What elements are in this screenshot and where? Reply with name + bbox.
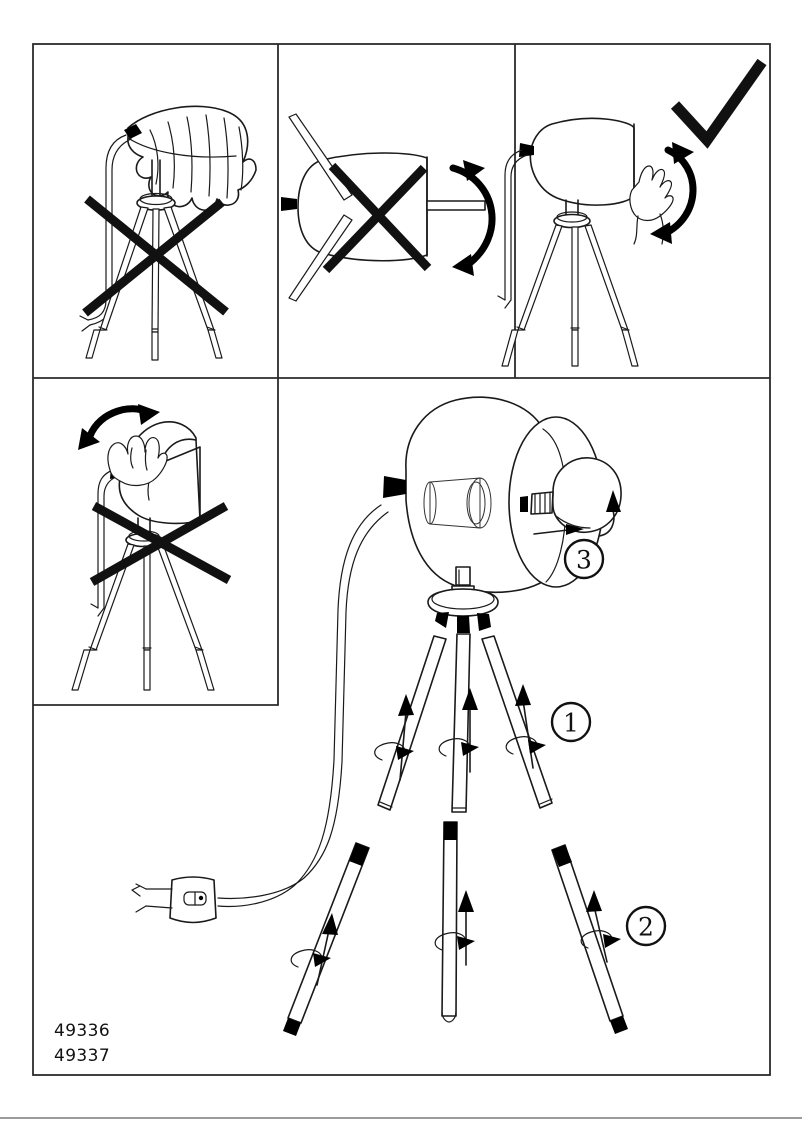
- tripod-leg-upper-center: [451, 633, 471, 813]
- hand-icon: [107, 435, 168, 487]
- callout-1: 1: [550, 701, 592, 743]
- inline-switch[interactable]: [131, 876, 217, 924]
- tripod-leg-lower-left: [283, 842, 370, 1036]
- lamp-tilt-correct-drawing: [497, 117, 697, 367]
- cross-mark-panel-1: [82, 195, 229, 317]
- leg-motion-arrows-upper: [374, 684, 546, 781]
- callout-3-number: 3: [576, 546, 592, 575]
- callout-1-number: 1: [563, 709, 579, 738]
- model-code-2: 49337: [54, 1046, 111, 1066]
- outer-frame: [32, 43, 771, 1076]
- light-bulb: [520, 457, 622, 537]
- leg-motion-arrows-lower: [290, 890, 621, 986]
- model-code-1: 49336: [54, 1021, 111, 1041]
- lamp-tilt-incorrect-drawing: [71, 404, 215, 691]
- tripod-hub: [427, 588, 499, 633]
- panel-4-border: [33, 378, 279, 706]
- cross-mark-panel-4: [89, 502, 232, 586]
- callout-3: 3: [563, 538, 605, 580]
- callout-2: 2: [625, 905, 667, 947]
- check-mark-panel-3: [670, 58, 767, 149]
- hand-icon: [629, 165, 674, 245]
- power-cord: [217, 504, 389, 908]
- tripod-leg-upper-right: [481, 635, 553, 809]
- tripod-leg-lower-center: [441, 821, 458, 1023]
- tripod-leg-upper-left: [377, 635, 447, 811]
- lamp-socket: [423, 477, 492, 529]
- cross-mark-panel-2: [322, 162, 432, 274]
- callout-2-number: 2: [638, 913, 654, 942]
